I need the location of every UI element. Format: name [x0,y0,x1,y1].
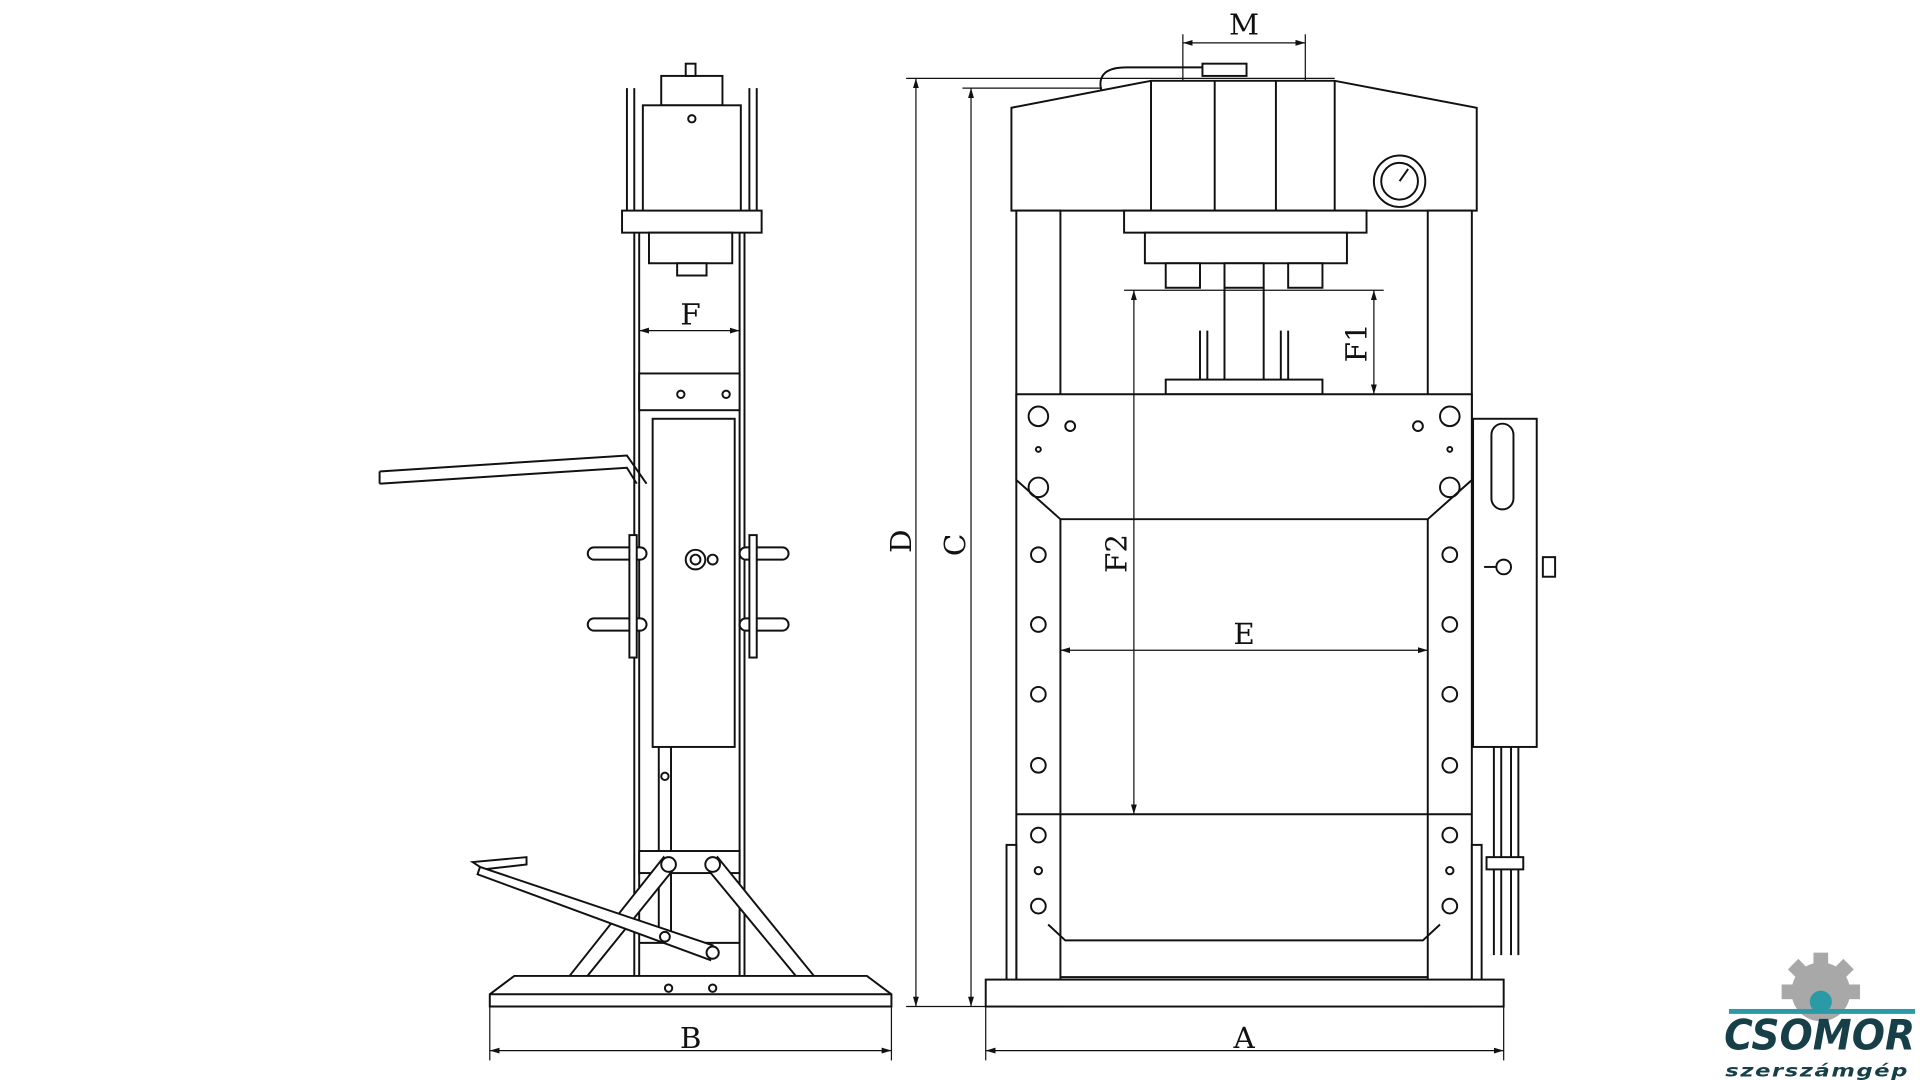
column-holes [1030,546,1459,915]
dim-label-e: E [1233,617,1254,651]
csomor-logo: CSOMOR szerszámgép [1724,952,1916,1080]
front-view [984,62,1557,1008]
dim-label-d: D [884,529,918,553]
dim-label-m: M [1229,7,1259,41]
dim-label-f2: F2 [1100,534,1134,573]
dimension-labels: A B C D E F F1 F2 M [680,7,1374,1055]
side-view [378,62,893,1008]
dim-label-f1: F1 [1340,323,1374,362]
gear-icon [1781,952,1860,1022]
dim-label-b: B [680,1021,702,1055]
dim-label-c: C [938,534,972,556]
dim-label-a: A [1232,1021,1255,1055]
logo-tagline: szerszámgép [1725,1061,1909,1080]
dim-label-f: F [680,297,700,331]
dimension-lines [489,34,1505,1061]
logo-name: CSOMOR [1724,1010,1915,1059]
